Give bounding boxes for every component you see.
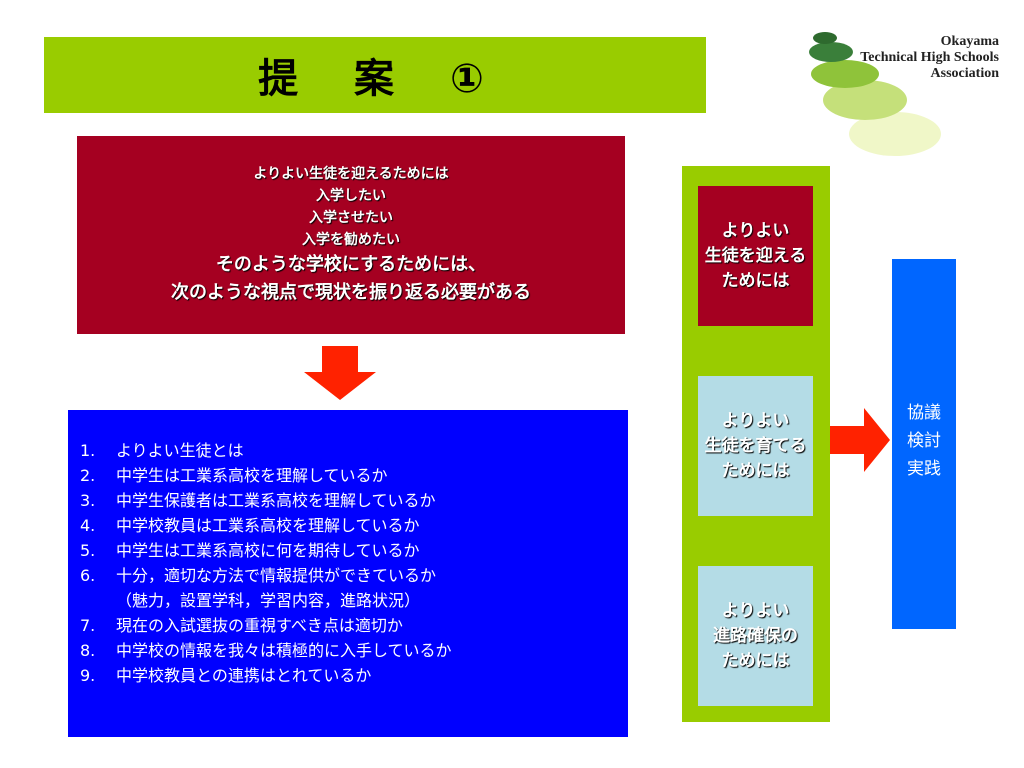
down-arrow-icon [304, 346, 376, 400]
intro-box: よりよい生徒を迎えるためには 入学したい 入学させたい 入学を勧めたい そのよう… [77, 136, 625, 334]
item-number [80, 588, 116, 613]
points-box: 1. よりよい生徒とは 2. 中学生は工業系高校を理解しているか 3. 中学生保護者は… [68, 410, 628, 737]
stage-line: ためには [721, 650, 790, 671]
item-number: 7. [80, 616, 96, 635]
item-text: 現在の入試選抜の重視すべき点は適切か [116, 616, 403, 635]
stage-line: ためには [721, 460, 790, 481]
item-text: 中学校教員は工業系高校を理解しているか [116, 516, 420, 535]
title-bar: 提 案 ① [44, 37, 706, 113]
logo-text: Okayama Technical High Schools Associati… [811, 34, 999, 82]
list-item: 5. 中学生は工業系高校に何を期待しているか [80, 538, 452, 563]
action-line: 協議 [907, 403, 941, 423]
list-item: 8. 中学校の情報を我々は積極的に入手しているか [80, 638, 452, 663]
intro-line: 入学したい [316, 188, 386, 204]
list-item: 2. 中学生は工業系高校を理解しているか [80, 463, 452, 488]
item-text: 中学校教員との連携はとれているか [116, 666, 372, 685]
right-arrow-icon [830, 408, 890, 472]
item-text: 中学生保護者は工業系高校を理解しているか [116, 491, 436, 510]
item-number: 1. [80, 441, 96, 460]
association-logo: Okayama Technical High Schools Associati… [805, 22, 1005, 162]
list-item: 9. 中学校教員との連携はとれているか [80, 663, 452, 688]
logo-line: Technical High Schools [860, 50, 999, 65]
item-text: 中学生は工業系高校に何を期待しているか [116, 541, 420, 560]
stage-line: 生徒を育てる [704, 435, 807, 456]
intro-emphasis: 次のような視点で現状を振り返る必要がある [171, 282, 531, 303]
action-line: 実践 [907, 459, 941, 479]
item-number: 4. [80, 516, 96, 535]
list-item: 3. 中学生保護者は工業系高校を理解しているか [80, 488, 452, 513]
stage-line: 進路確保の [713, 625, 798, 646]
logo-line: Association [930, 66, 999, 81]
stage-line: ためには [721, 270, 790, 291]
action-line: 検討 [907, 431, 941, 451]
item-text: 中学生は工業系高校を理解しているか [116, 466, 388, 485]
intro-line: よりよい生徒を迎えるためには [253, 166, 449, 182]
intro-line: 入学を勧めたい [302, 232, 400, 248]
stage-line: よりよい [721, 600, 790, 621]
points-list: 1. よりよい生徒とは 2. 中学生は工業系高校を理解しているか 3. 中学生保護者は… [80, 438, 452, 688]
stage-line: よりよい [721, 410, 790, 431]
stage-line: よりよい [721, 220, 790, 241]
item-number: 5. [80, 541, 96, 560]
list-item: 7. 現在の入試選抜の重視すべき点は適切か [80, 613, 452, 638]
intro-emphasis: そのような学校にするためには、 [215, 254, 487, 275]
intro-line: 入学させたい [309, 210, 393, 226]
item-number: 9. [80, 666, 96, 685]
item-number: 8. [80, 641, 96, 660]
item-text: 十分，適切な方法で情報提供ができているか [116, 566, 437, 585]
stage-line: 生徒を迎える [704, 245, 807, 266]
item-text: （魅力，設置学科，学習内容，進路状況） [116, 591, 421, 610]
stage-career-paths: よりよい 進路確保の ためには [698, 566, 813, 706]
list-item: （魅力，設置学科，学習内容，進路状況） [80, 588, 452, 613]
list-item: 6. 十分，適切な方法で情報提供ができているか [80, 563, 452, 588]
action-box: 協議 検討 実践 [892, 259, 956, 629]
item-text: 中学校の情報を我々は積極的に入手しているか [116, 641, 452, 660]
item-text: よりよい生徒とは [116, 441, 244, 460]
list-item: 4. 中学校教員は工業系高校を理解しているか [80, 513, 452, 538]
stage-develop-students: よりよい 生徒を育てる ためには [698, 376, 813, 516]
stage-welcome-students: よりよい 生徒を迎える ためには [698, 186, 813, 326]
logo-ellipses-icon [809, 32, 941, 156]
page-title: 提 案 ① [258, 56, 492, 102]
item-number: 3. [80, 491, 96, 510]
item-number: 2. [80, 466, 96, 485]
logo-line: Okayama [940, 34, 999, 49]
list-item: 1. よりよい生徒とは [80, 438, 452, 463]
stages-column: よりよい 生徒を迎える ためには よりよい 生徒を育てる ためには よりよい 進… [682, 166, 830, 722]
item-number: 6. [80, 566, 96, 585]
